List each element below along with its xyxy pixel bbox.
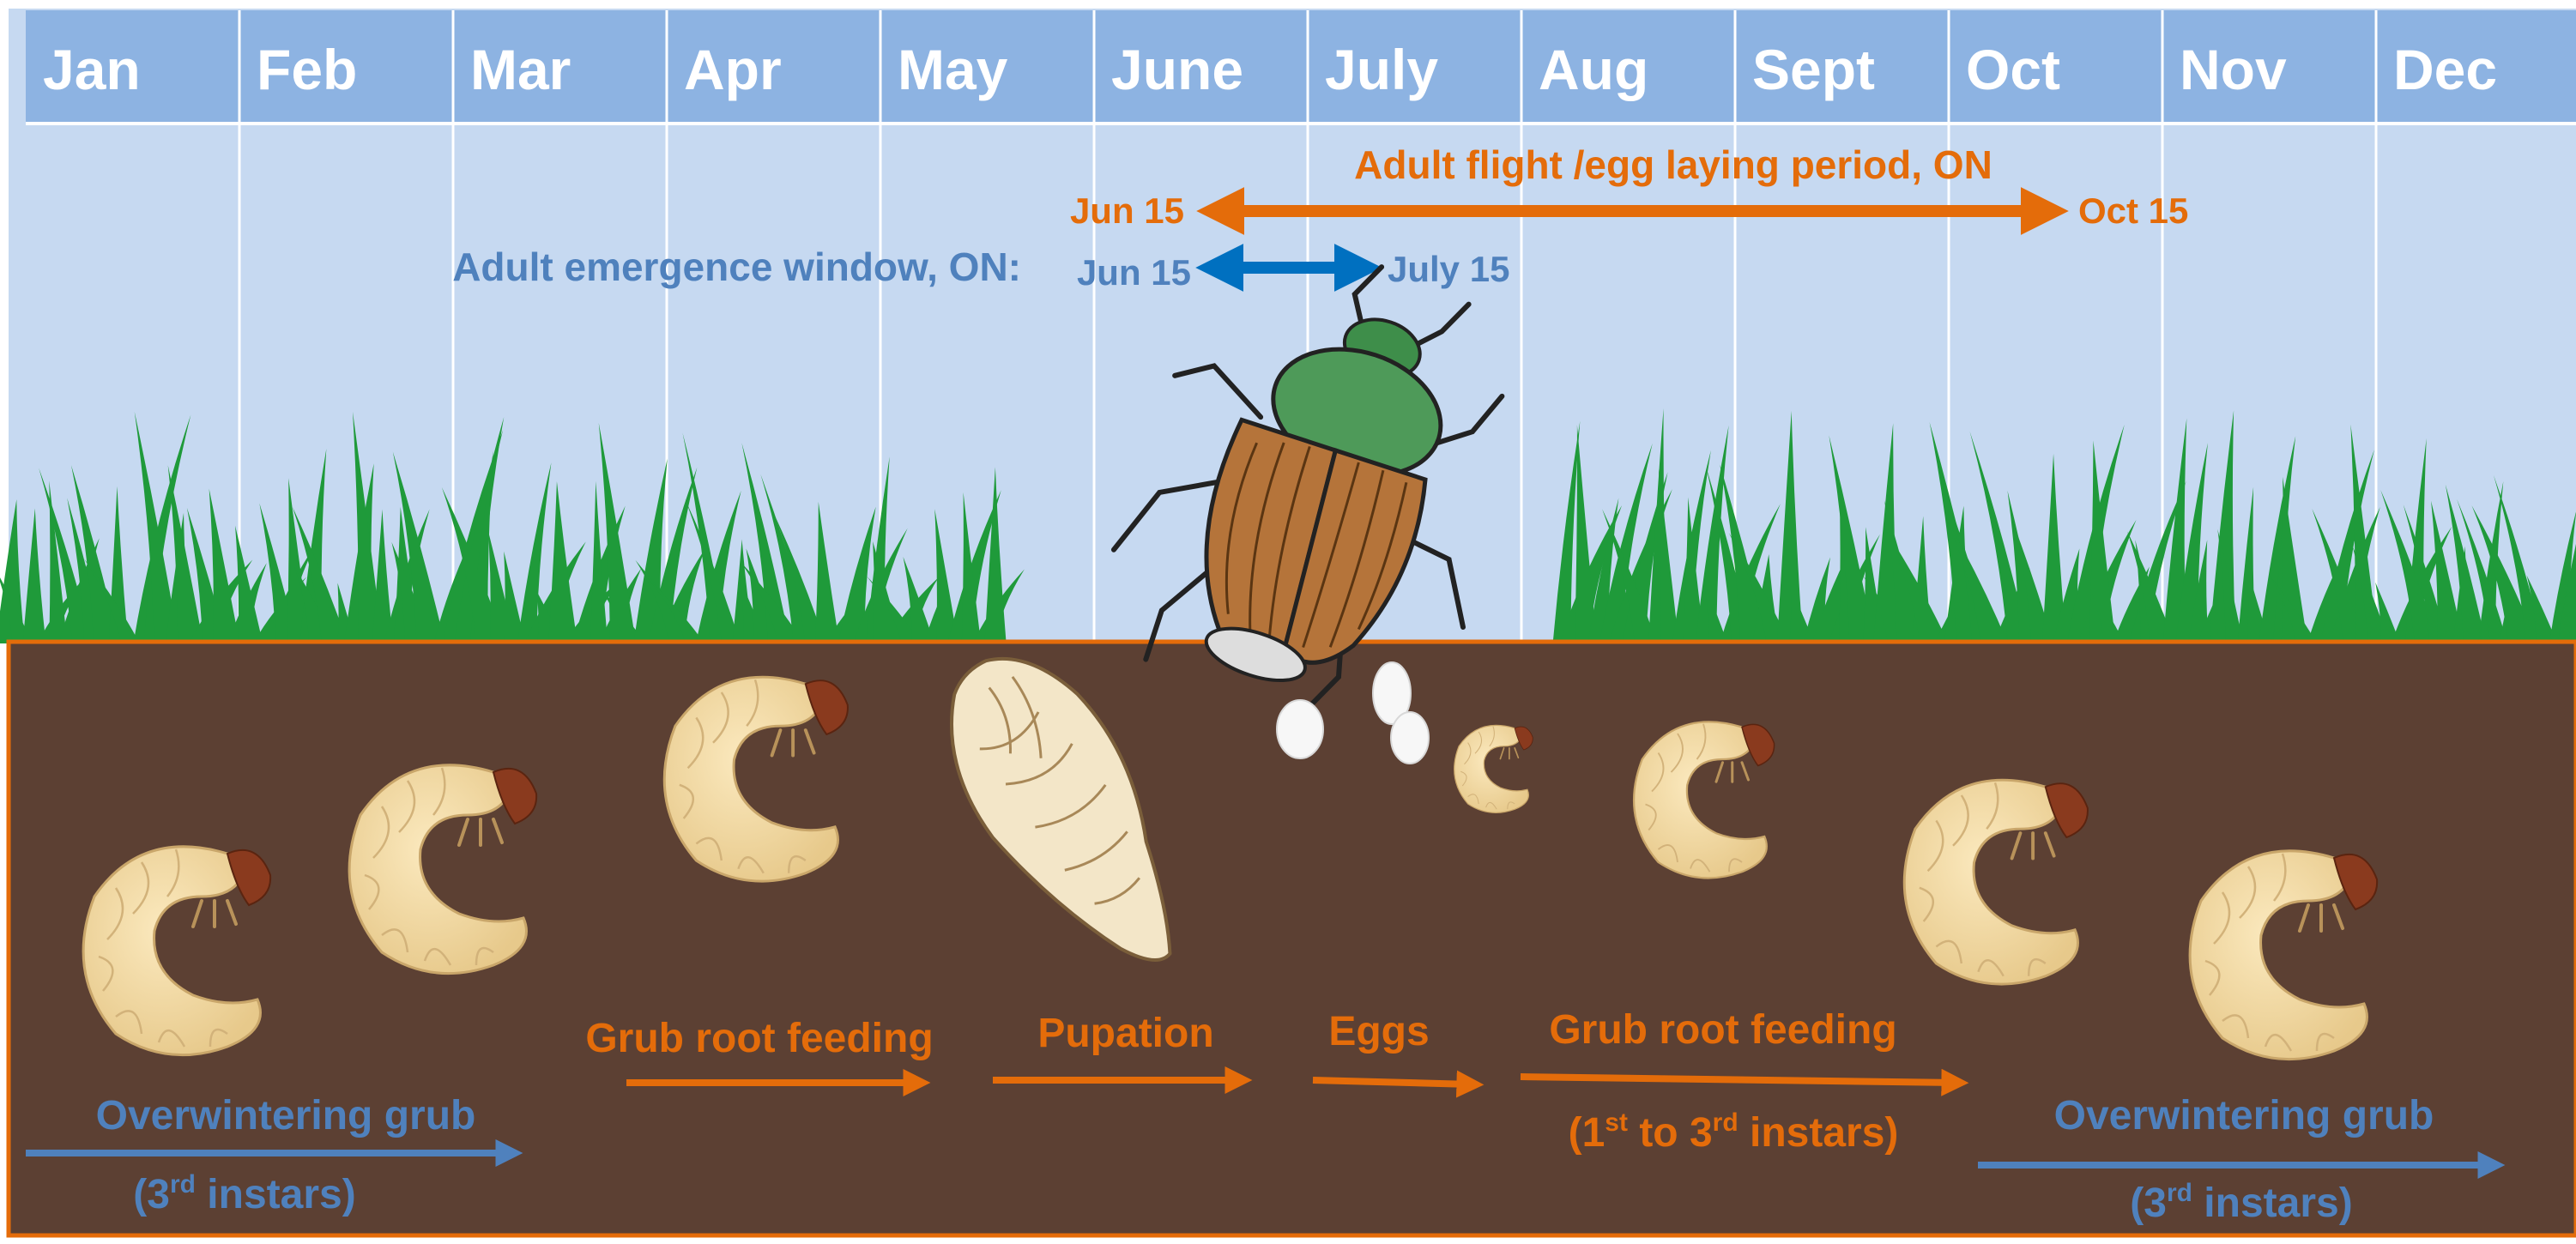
overwinter-right-label: Overwintering grub: [2054, 1093, 2434, 1138]
month-header: Jan Feb Mar Apr May June July Aug Sept Oct Nov Dec: [26, 10, 2576, 124]
month-jan: Jan: [43, 38, 141, 101]
adult-flight-end: Oct 15: [2078, 190, 2188, 231]
grub-feeding-summer-label: Grub root feeding: [1549, 1007, 1896, 1053]
month-apr: Apr: [684, 38, 782, 101]
month-june: June: [1111, 38, 1243, 101]
month-sept: Sept: [1752, 38, 1875, 101]
eggs-arrow: [1313, 1080, 1472, 1084]
month-july: July: [1325, 38, 1438, 101]
overwinter-left-label: Overwintering grub: [96, 1093, 476, 1138]
adult-emergence-label: Adult emergence window, ON:: [452, 245, 1021, 289]
month-feb: Feb: [257, 38, 357, 101]
adult-emergence-end: July 15: [1388, 249, 1509, 289]
pupation-label: Pupation: [1037, 1011, 1213, 1056]
month-may: May: [898, 38, 1008, 101]
month-dec: Dec: [2393, 38, 2497, 101]
adult-flight-label: Adult flight /egg laying period, ON: [1354, 142, 1992, 187]
month-mar: Mar: [470, 38, 571, 101]
adult-emergence-start: Jun 15: [1077, 252, 1191, 293]
month-aug: Aug: [1539, 38, 1648, 101]
month-nov: Nov: [2180, 38, 2287, 101]
eggs-label: Eggs: [1328, 1009, 1429, 1054]
overwinter-right-instar: (3rd instars): [2130, 1179, 2352, 1226]
overwinter-left-instar: (3rd instars): [133, 1170, 355, 1217]
grub-feeding-spring-label: Grub root feeding: [585, 1016, 933, 1061]
adult-flight-start: Jun 15: [1070, 190, 1184, 231]
month-oct: Oct: [1966, 38, 2060, 101]
